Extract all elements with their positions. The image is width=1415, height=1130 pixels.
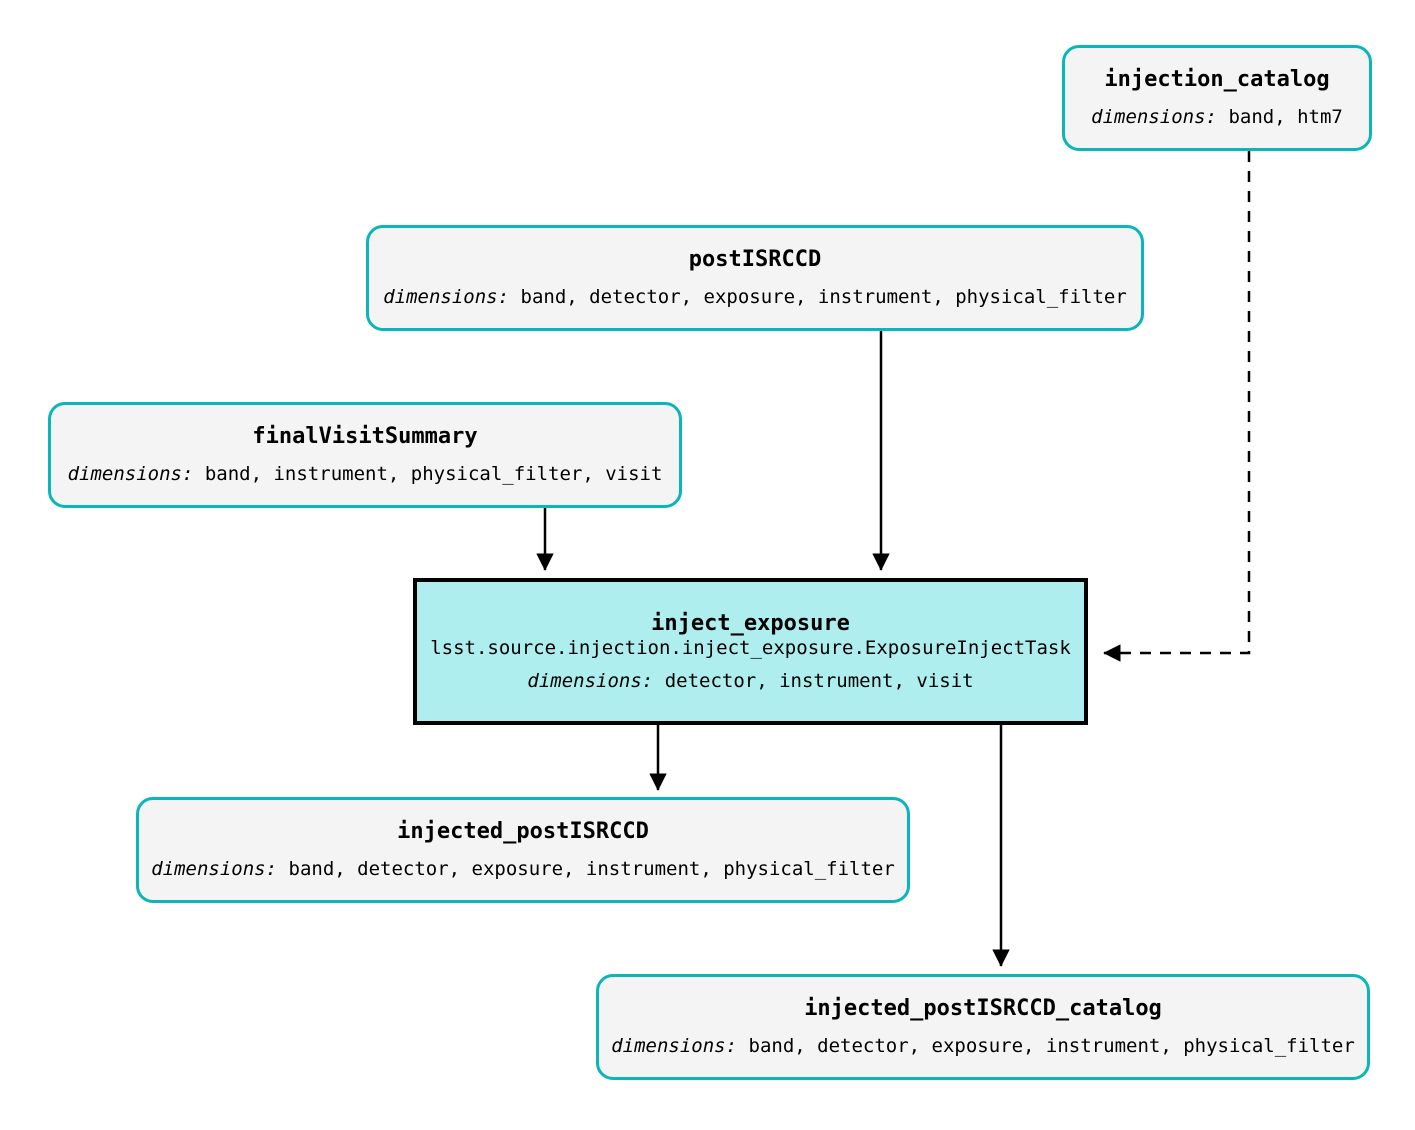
node-dimensions-injection-catalog: dimensions: band, htm7 <box>1091 105 1343 128</box>
dimensions-label: dimensions: <box>527 669 654 692</box>
node-dimensions-inject-exposure: dimensions: detector, instrument, visit <box>527 669 974 692</box>
node-injected-postisrccd-catalog[interactable]: injected_postISRCCD_catalog dimensions: … <box>596 974 1370 1080</box>
dimensions-label: dimensions: <box>611 1034 738 1057</box>
dimensions-value: band, detector, exposure, instrument, ph… <box>288 857 895 880</box>
node-injected-postisrccd[interactable]: injected_postISRCCD dimensions: band, de… <box>136 797 910 903</box>
dimensions-value: band, detector, exposure, instrument, ph… <box>520 285 1127 308</box>
node-title-postisrccd: postISRCCD <box>688 247 822 273</box>
dimensions-value: detector, instrument, visit <box>664 669 974 692</box>
dimensions-value: band, htm7 <box>1228 105 1343 128</box>
node-title-inject-exposure: inject_exposure <box>651 610 850 636</box>
dimensions-label: dimensions: <box>67 462 194 485</box>
node-title-injection-catalog: injection_catalog <box>1104 67 1330 93</box>
node-dimensions-postisrccd: dimensions: band, detector, exposure, in… <box>383 285 1127 308</box>
node-inject-exposure[interactable]: inject_exposure lsst.source.injection.in… <box>413 578 1088 725</box>
node-title-finalvisitsummary: finalVisitSummary <box>252 424 478 450</box>
node-dimensions-injected-postisrccd-catalog: dimensions: band, detector, exposure, in… <box>611 1034 1355 1057</box>
dimensions-label: dimensions: <box>1091 105 1217 128</box>
node-postisrccd[interactable]: postISRCCD dimensions: band, detector, e… <box>366 225 1144 331</box>
dimensions-label: dimensions: <box>151 857 278 880</box>
dimensions-label: dimensions: <box>383 285 510 308</box>
dimensions-value: band, instrument, physical_filter, visit <box>204 462 663 485</box>
dimensions-value: band, detector, exposure, instrument, ph… <box>748 1034 1355 1057</box>
node-title-injected-postisrccd-catalog: injected_postISRCCD_catalog <box>804 996 1162 1022</box>
node-dimensions-injected-postisrccd: dimensions: band, detector, exposure, in… <box>151 857 895 880</box>
node-injection-catalog[interactable]: injection_catalog dimensions: band, htm7 <box>1062 45 1372 151</box>
node-dimensions-finalvisitsummary: dimensions: band, instrument, physical_f… <box>67 462 663 485</box>
node-title-injected-postisrccd: injected_postISRCCD <box>397 819 649 845</box>
node-class-path-inject-exposure: lsst.source.injection.inject_exposure.Ex… <box>430 636 1071 659</box>
node-finalvisitsummary[interactable]: finalVisitSummary dimensions: band, inst… <box>48 402 682 508</box>
